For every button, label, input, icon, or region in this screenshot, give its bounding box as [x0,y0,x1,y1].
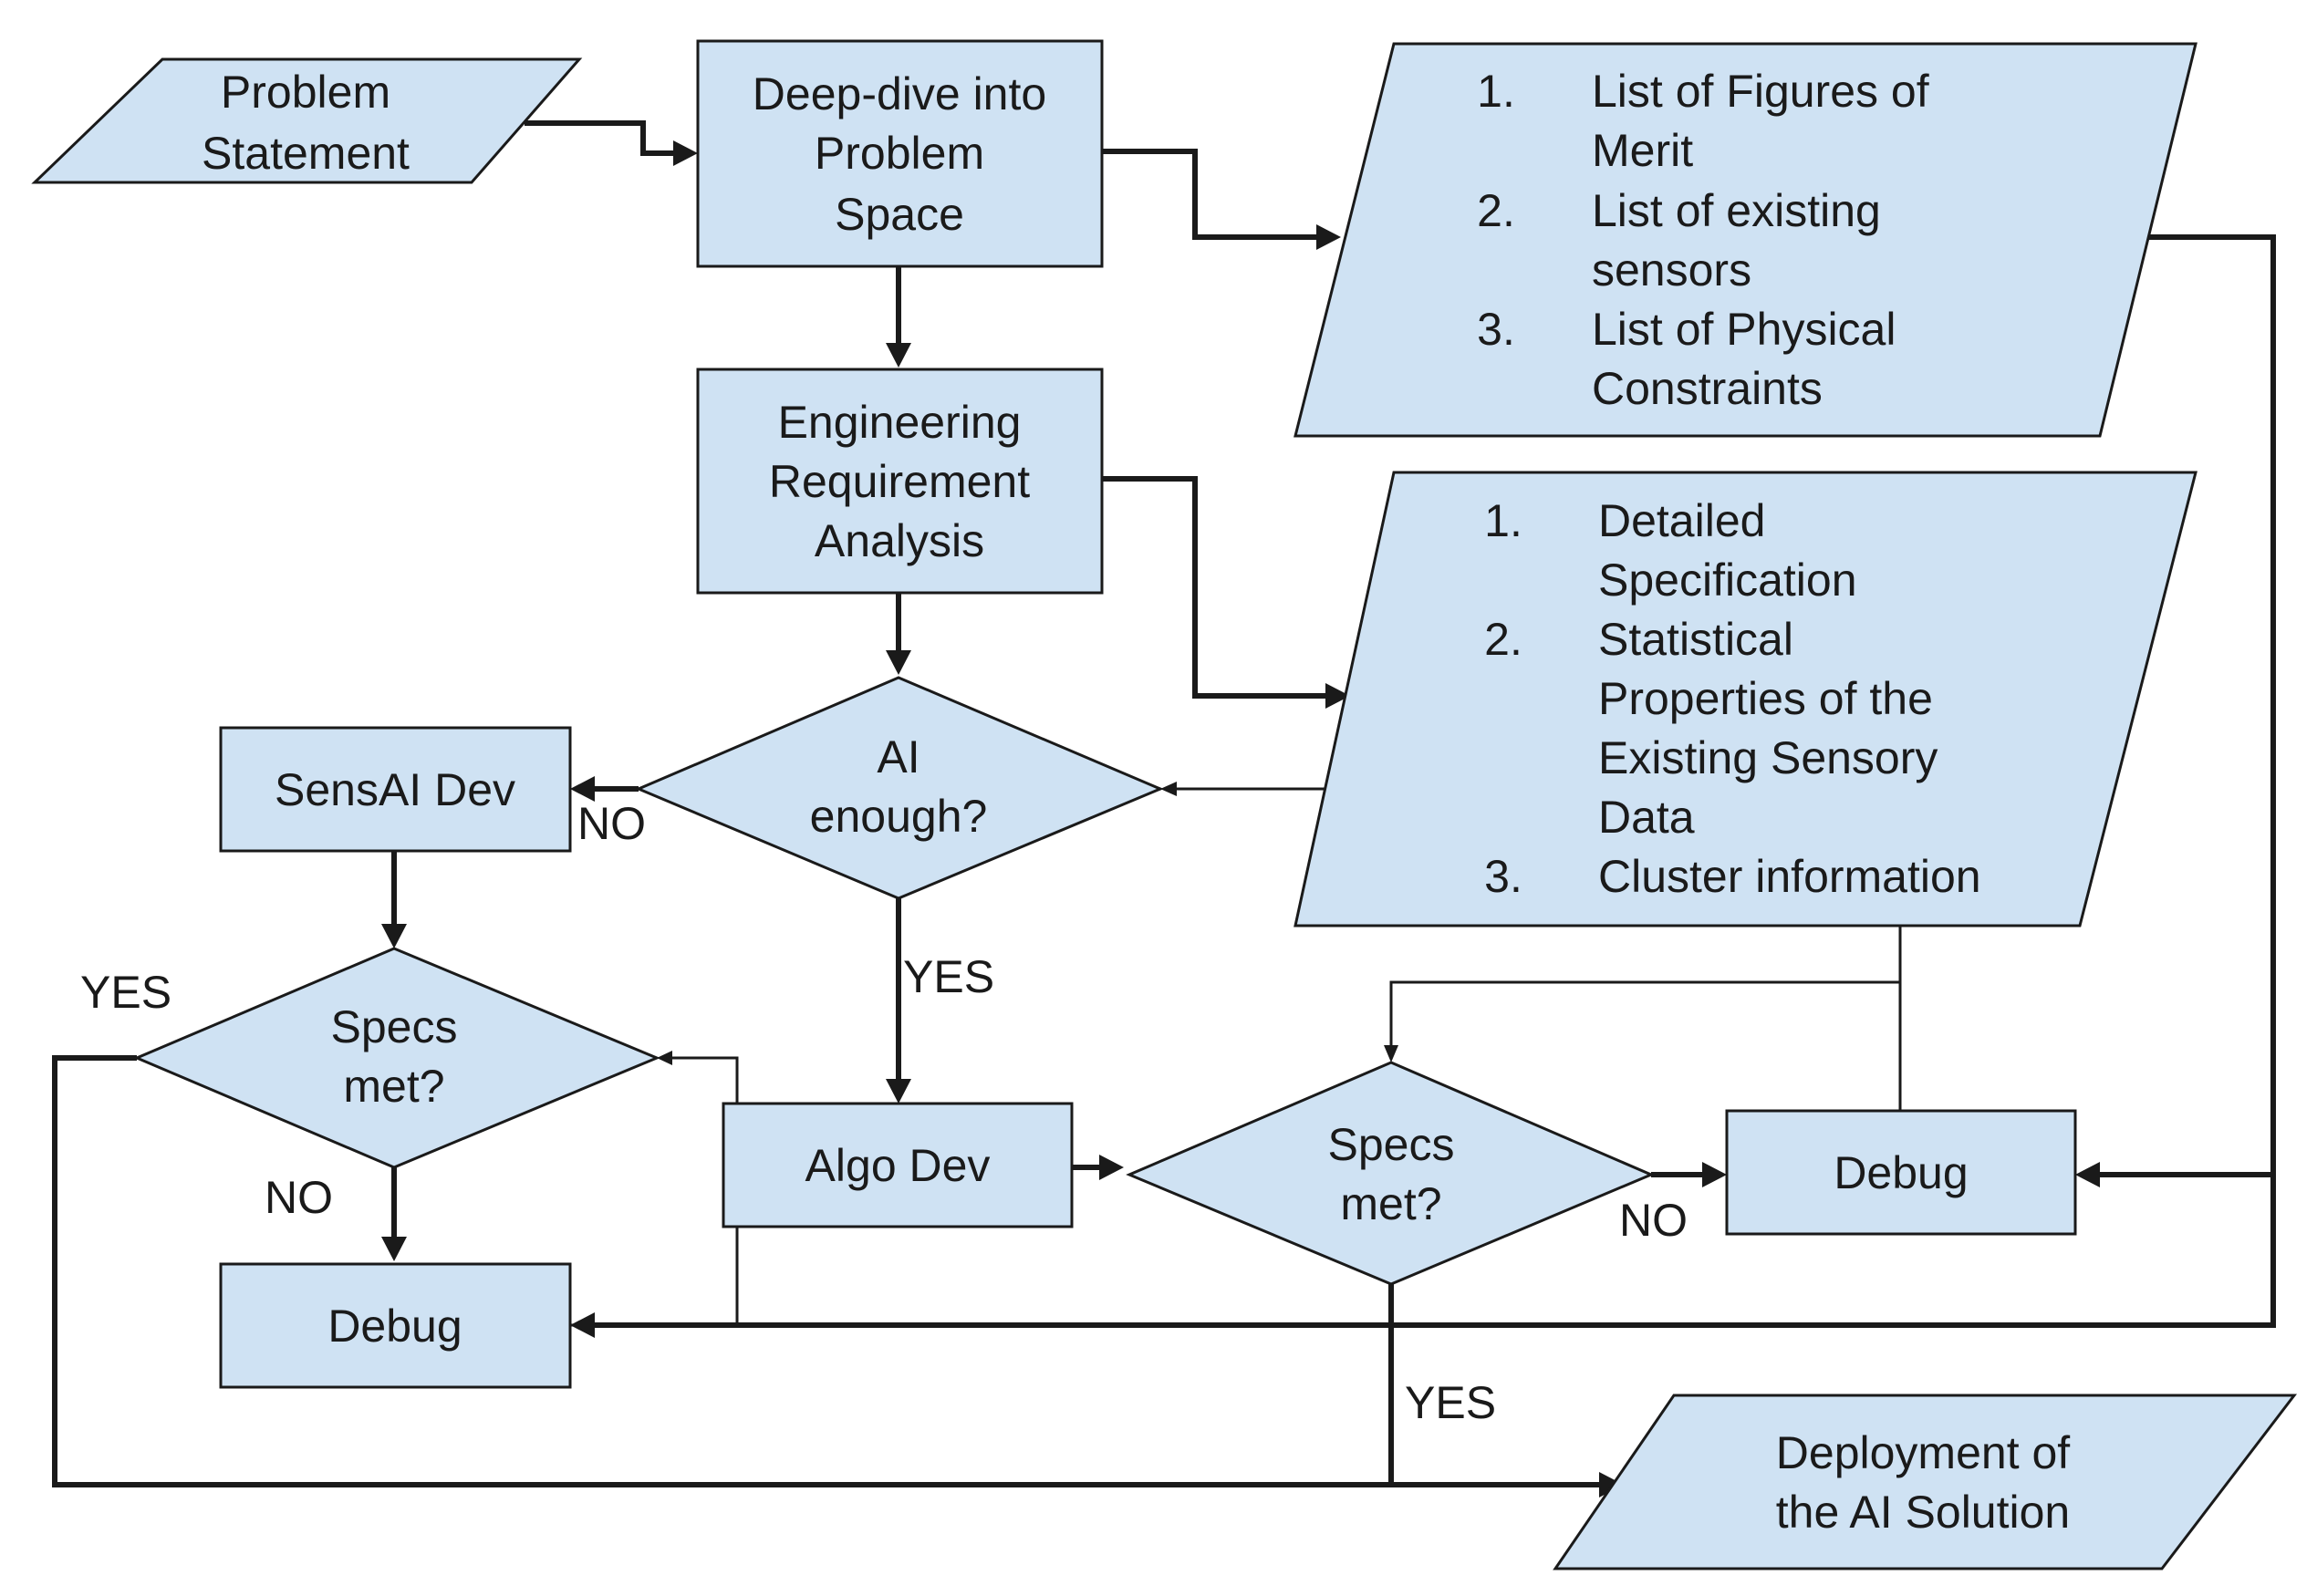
edge-arrowhead [570,1312,595,1338]
debug-right-node: Debug [1725,1109,2077,1236]
list-item-text: Cluster information [1598,851,1981,902]
edge-arrowhead [673,140,698,166]
edge-label-ai-no: NO [577,798,646,849]
edge-arrowhead [381,1237,407,1261]
edge-arrowhead [1316,224,1341,250]
list-number: 1. [1484,495,1522,546]
deployment-line: Deployment of [1776,1427,2070,1478]
edge-arrowhead [2075,1162,2100,1187]
list-item-text: Constraints [1592,363,1823,414]
edge-problem-to-deepdive [525,120,675,156]
list-number: 2. [1484,614,1522,665]
specs-met-right-line: Specs [1328,1119,1455,1170]
list-item-text: List of existing [1592,185,1881,236]
specs-met-right-decision: Specs met? [1126,1061,1655,1286]
edge-arrowhead [570,776,595,802]
list-item-text: Properties of the [1598,673,1933,724]
list-item-text: Specification [1598,554,1857,606]
ai-enough-decision: AI enough? [635,676,1164,900]
edge-label-ai-yes: YES [903,951,994,1002]
specs-met-left-line: Specs [331,1001,458,1052]
debug-left-label: Debug [327,1301,462,1352]
specification-list: 1. Detailed Specification 2. Statistical… [1294,471,2198,928]
edge-label-right-no: NO [1619,1195,1688,1246]
edge-deepdive-to-figures [1102,149,1318,240]
list-number: 1. [1477,66,1515,117]
list-item-text: List of Figures of [1592,66,1929,117]
specs-met-right-line: met? [1340,1178,1441,1229]
algo-dev-label: Algo Dev [805,1140,991,1191]
list-item-text: Statistical [1598,614,1793,665]
list-item-text: Data [1598,792,1695,843]
edge-arrowhead [1160,782,1177,796]
shapes: Problem Statement Deep-dive into Problem… [31,39,2298,1570]
deep-dive-node: Deep-dive into Problem Space [696,39,1104,268]
edge-figures-to-rail [593,234,2276,1328]
edge-arrowhead [381,924,407,948]
edge-arrowhead [886,343,911,368]
ai-enough-line: enough? [810,791,988,842]
sensai-dev-node: SensAI Dev [219,726,572,853]
edge-label-left-no: NO [265,1172,333,1223]
engineering-line: Engineering [778,397,1022,448]
edge-arrowhead [1702,1162,1727,1187]
edge-labels: NO YES YES NO NO YES [80,798,1688,1428]
edge-arrowhead [1325,683,1350,709]
list-item-text: sensors [1592,244,1751,295]
list-item-text: List of Physical [1592,304,1896,355]
specs-met-left-decision: Specs met? [133,947,660,1169]
sensai-dev-label: SensAI Dev [275,764,515,815]
edge-arrowhead [1099,1155,1124,1180]
engineering-line: Requirement [769,456,1030,507]
list-number: 2. [1477,185,1515,236]
deployment-line: the AI Solution [1776,1487,2070,1538]
edge-debug-left-to-specs-left [570,1056,739,1327]
specs-met-left-line: met? [343,1061,444,1112]
engineering-line: Analysis [815,515,984,566]
ai-enough-line: AI [877,731,920,782]
list-number: 3. [1477,304,1515,355]
list-item-text: Merit [1592,125,1693,176]
edge-arrowhead [1384,1045,1398,1062]
edge-arrowhead [657,1051,672,1065]
edge-label-right-yes: YES [1405,1377,1496,1428]
edge-arrowhead [886,1079,911,1104]
connectors [52,120,2276,1498]
edge-label-left-yes: YES [80,967,171,1018]
list-number: 3. [1484,851,1522,902]
engineering-requirement-node: Engineering Requirement Analysis [696,368,1104,595]
problem-statement-node: Problem Statement [31,57,583,184]
problem-statement-line: Statement [202,128,410,179]
algo-dev-node: Algo Dev [722,1102,1074,1228]
edge-eng-to-specs-list [1102,476,1327,699]
deep-dive-line: Space [835,189,964,240]
debug-right-label: Debug [1834,1147,1968,1198]
debug-left-node: Debug [219,1262,572,1389]
list-item-text: Detailed [1598,495,1765,546]
list-item-text: Existing Sensory [1598,732,1938,783]
problem-statement-line: Problem [221,67,390,118]
deployment-node: Deployment of the AI Solution [1553,1394,2298,1570]
deep-dive-line: Deep-dive into [753,68,1046,119]
edge-debug-right-to-specs-right [1389,980,1900,1047]
figures-of-merit-list: 1. List of Figures of Merit 2. List of e… [1294,42,2198,438]
deep-dive-line: Problem [815,128,984,179]
edge-specs-left-yes-to-deploy [52,1055,1601,1487]
edge-arrowhead [886,650,911,675]
